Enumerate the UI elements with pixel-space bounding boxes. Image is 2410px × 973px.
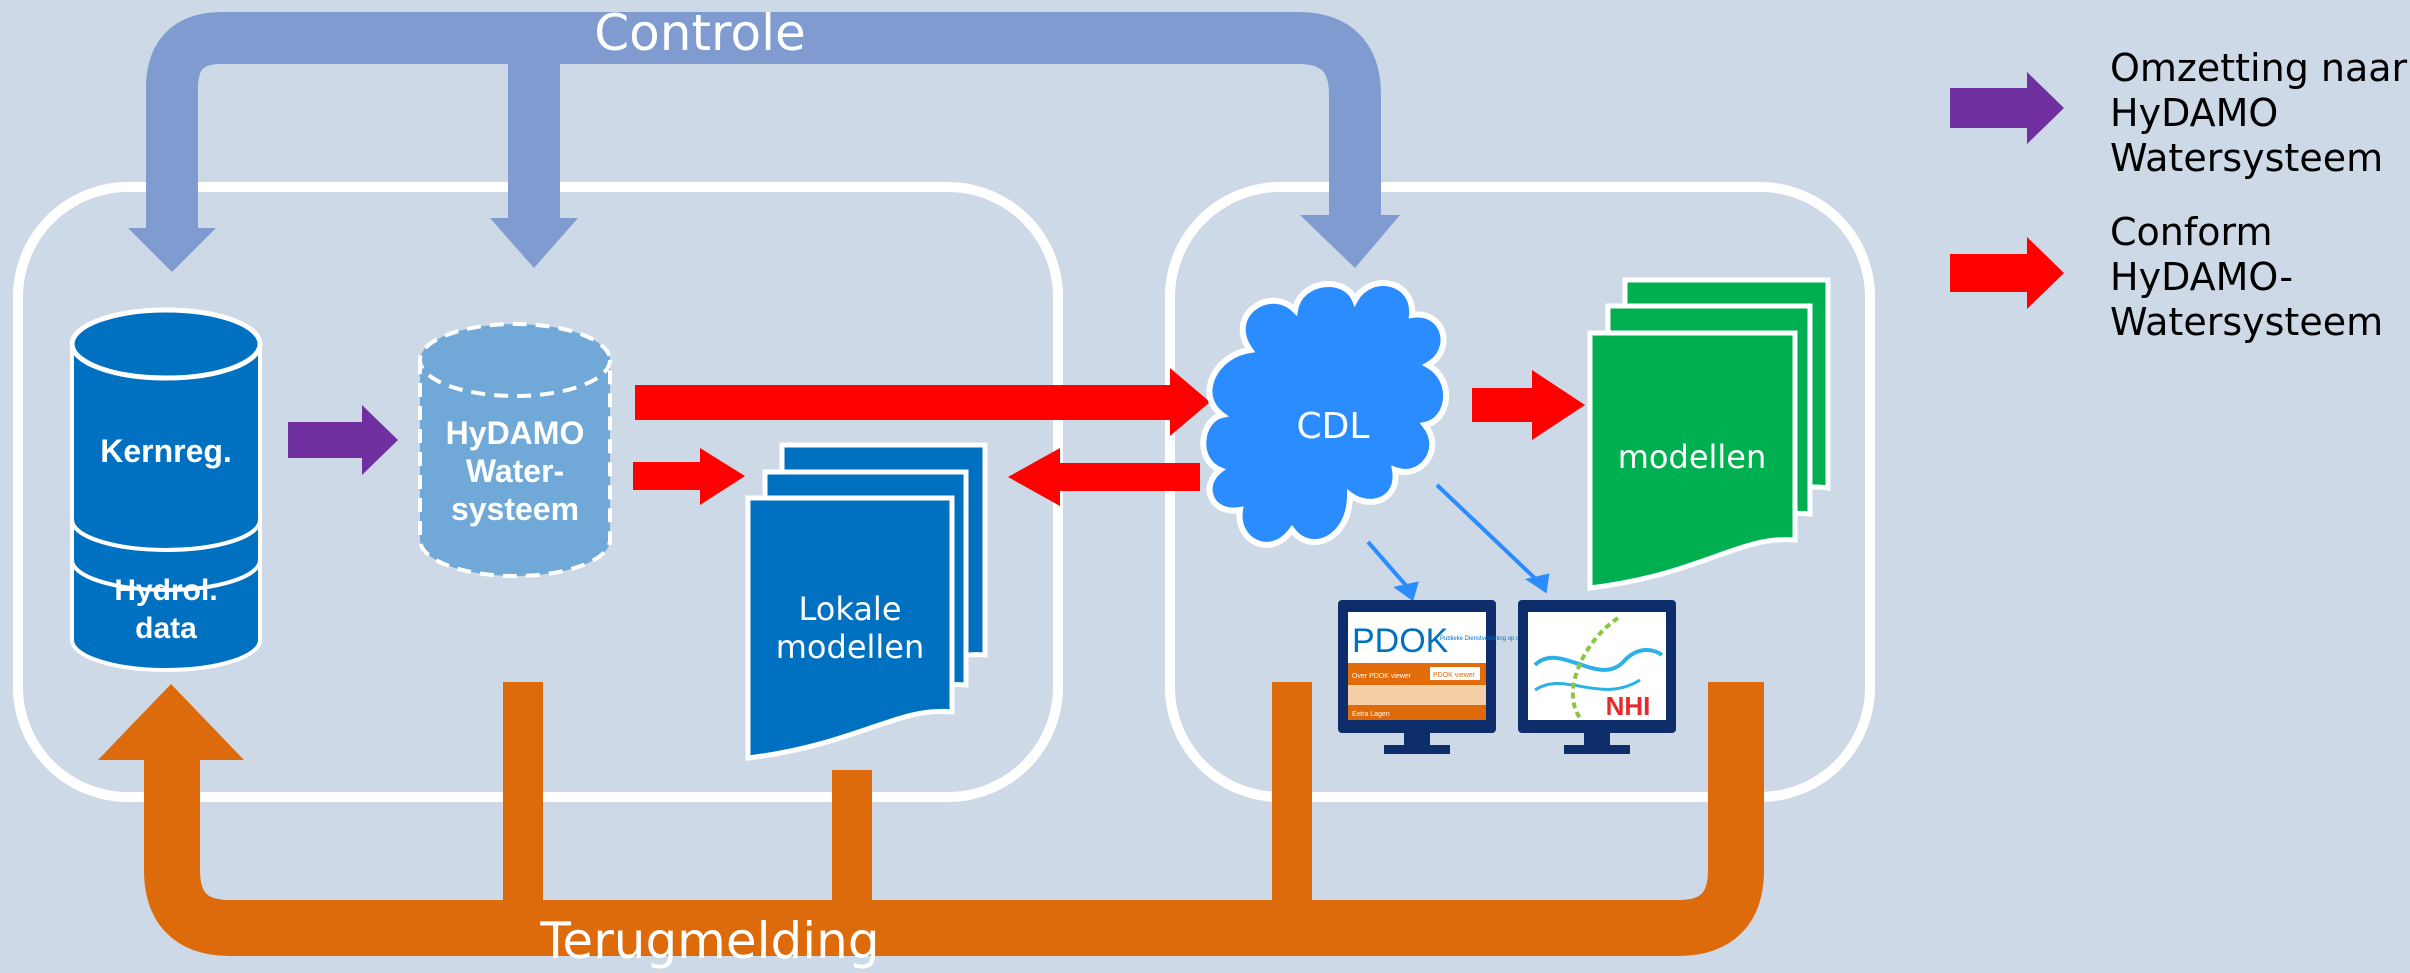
control-label: Controle	[594, 4, 806, 62]
hydamo-to-cdl-arrow	[635, 368, 1210, 436]
hydamo-label-line1: HyDAMO	[446, 415, 585, 451]
modellen-label: modellen	[1618, 438, 1767, 476]
modellen-documents	[1587, 277, 1831, 591]
hydamo-label-line2: Water-	[466, 453, 564, 489]
lokale-label-line1: Lokale	[799, 590, 902, 628]
pdok-logo: PDOK	[1352, 622, 1449, 660]
hydamo-to-lokale-arrow	[633, 448, 745, 505]
control-arrow	[128, 12, 1400, 272]
hydamo-watersysteem-database	[418, 322, 612, 578]
pdok-tagline: Publieke Dienstverlening op de Kaart	[1440, 636, 1539, 642]
legend-red-text: Conform HyDAMO- Watersysteem	[2110, 210, 2384, 344]
kernreg-database	[69, 307, 263, 672]
cdl-cloud	[1200, 280, 1449, 548]
right-group-container	[1165, 182, 1875, 802]
pdok-tab-viewer: PDOK viewer	[1433, 672, 1476, 679]
hydrol-label-line1: Hydrol.	[114, 574, 217, 607]
cdl-to-modellen-arrow	[1472, 370, 1585, 440]
legend-purple-arrow-icon	[1950, 72, 2064, 144]
hydamo-label-line3: systeem	[451, 491, 579, 527]
pdok-viewer-monitor	[1338, 600, 1496, 754]
legend-red-arrow-icon	[1950, 237, 2064, 309]
nhi-logo: NHI	[1606, 691, 1651, 721]
hydrol-label-line2: data	[135, 612, 197, 645]
feedback-label: Terugmelding	[539, 912, 879, 969]
nhi-viewer-monitor	[1518, 600, 1676, 754]
lokale-modellen-documents	[745, 442, 988, 761]
pdok-extra-layers: Extra Lagen	[1352, 711, 1390, 718]
kernreg-label: Kernreg.	[100, 433, 232, 469]
cdl-label: CDL	[1297, 406, 1370, 447]
pdok-tab-about: Over PDOK viewer	[1352, 673, 1412, 680]
feedback-arrow	[98, 682, 1764, 956]
conversion-arrow-purple	[288, 405, 398, 475]
lokale-label-line2: modellen	[776, 628, 925, 666]
legend-purple-text: Omzetting naar HyDAMO Watersysteem	[2110, 46, 2408, 180]
cdl-to-lokale-arrow	[1008, 448, 1200, 506]
cdl-viewer-connectors	[1366, 483, 1550, 602]
